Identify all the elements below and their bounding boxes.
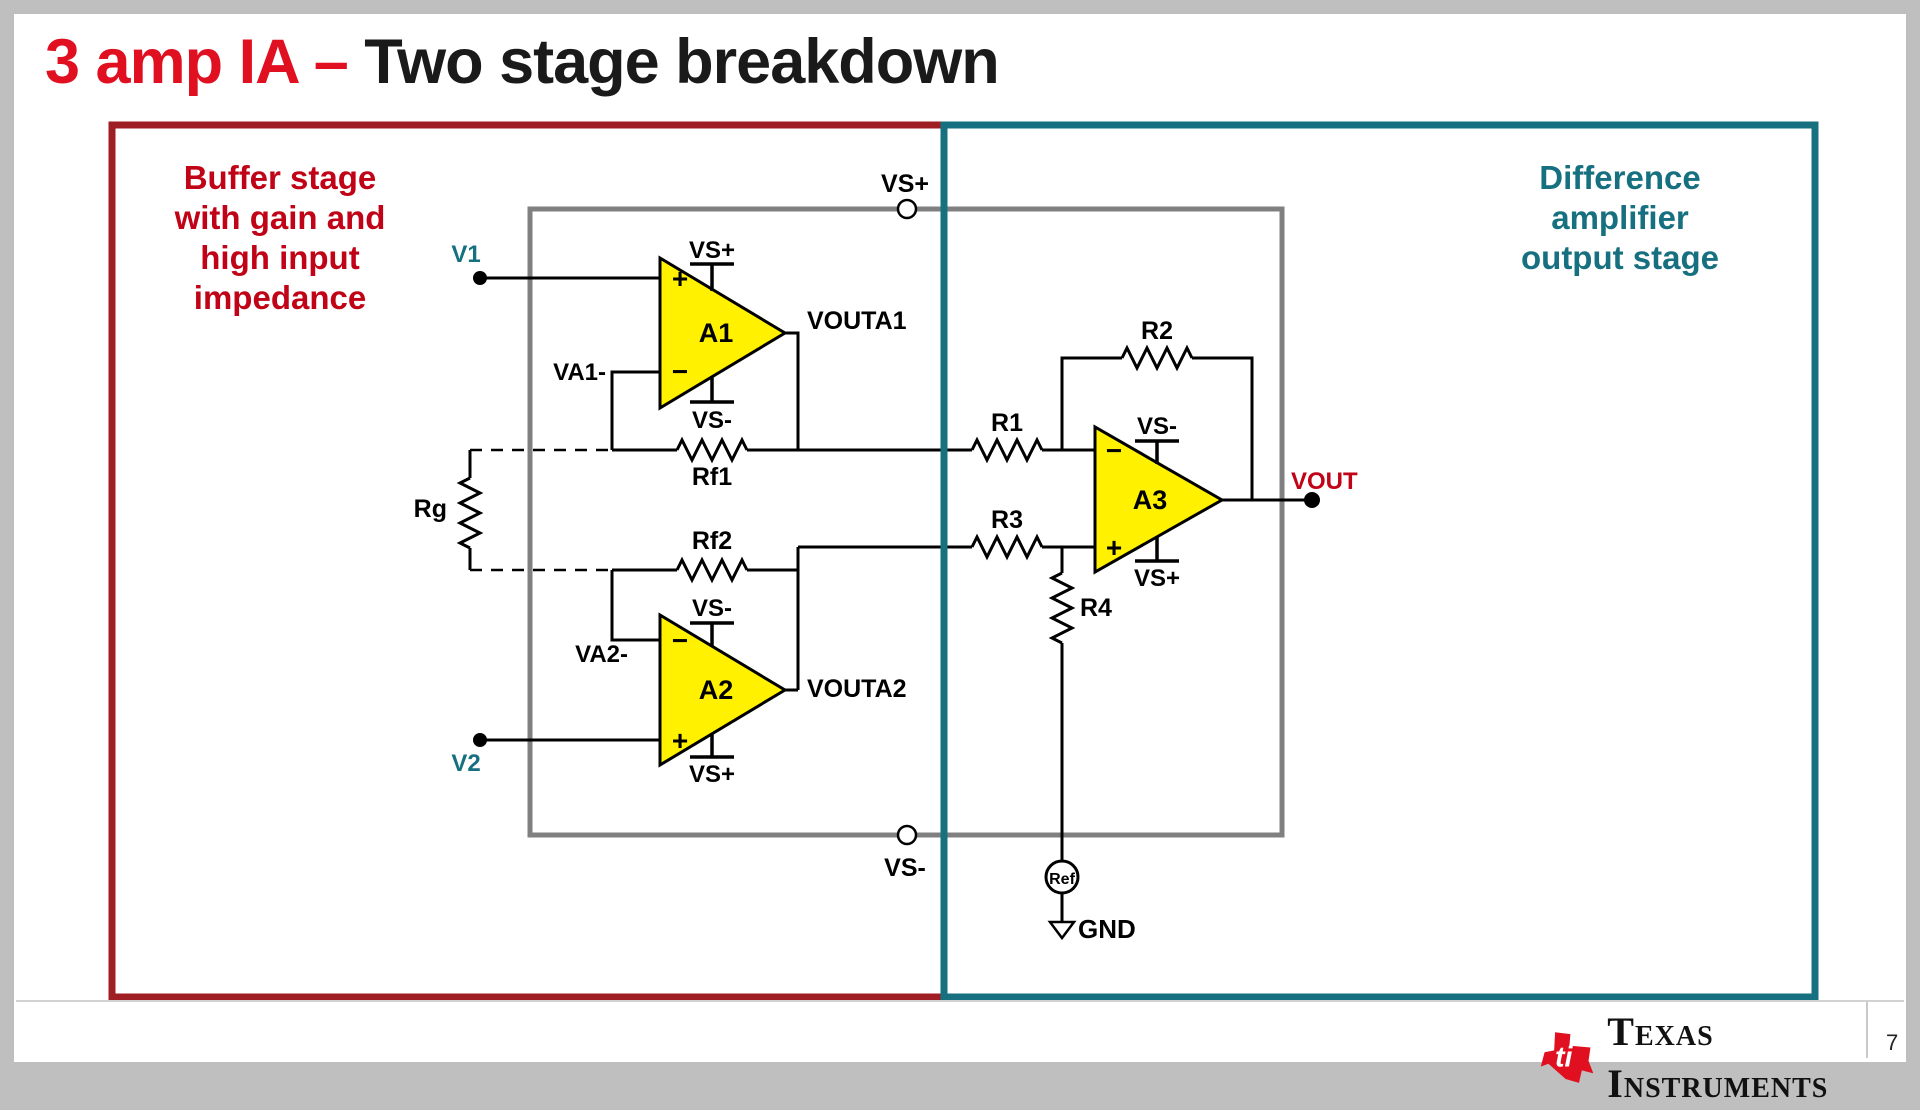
resistor-r4: [1048, 571, 1076, 645]
r3-label: R3: [991, 506, 1023, 534]
a3-vsplus-pin: [1135, 536, 1179, 563]
resistor-rg: [456, 476, 484, 550]
a3-minus-sign: −: [1106, 435, 1122, 466]
a1-vsminus-label: VS-: [692, 407, 732, 434]
a2-plus-sign: +: [672, 725, 688, 756]
ti-logo: ti Texas Instruments: [1536, 1006, 1920, 1110]
slide-title: 3 amp IA – Two stage breakdown: [45, 26, 1000, 98]
a2-vsplus-label: VS+: [689, 761, 735, 788]
rf2-label: Rf2: [692, 527, 732, 555]
difference-stage-label-line: amplifier: [1551, 199, 1689, 236]
wire-a2-output: [785, 547, 800, 692]
vsplus-terminal-label: VS+: [881, 170, 929, 198]
rf1-label: Rf1: [692, 463, 732, 491]
opamp-a3-name: A3: [1133, 485, 1168, 515]
opamps: A1 A2 A3 + − − + − +: [658, 255, 1226, 768]
a1-vsminus-pin: [690, 376, 734, 404]
a2-vsminus-label: VS-: [692, 595, 732, 622]
opamp-a2-triangle: [658, 612, 788, 768]
circuit-schematic: A1 A2 A3 + − − + − + VS+ VS- VS- VS+ VS-: [108, 121, 1819, 1001]
rg-label: Rg: [414, 495, 447, 523]
vout-label: VOUT: [1291, 468, 1358, 495]
buffer-stage-label-line: Buffer stage: [183, 159, 377, 196]
buffer-stage-label-line: impedance: [193, 279, 367, 316]
opamp-a2-name: A2: [699, 675, 734, 705]
buffer-stage-label: Buffer stage with gain and high input im…: [110, 158, 450, 318]
ti-wordmark: Texas Instruments: [1607, 1009, 1829, 1106]
va1-label: VA1-: [553, 359, 606, 386]
wires: [468, 276, 1312, 922]
ti-bug-letters: ti: [1555, 1042, 1574, 1074]
gnd-label: GND: [1078, 914, 1136, 944]
power-pin-labels: VS+ VS- VS- VS+ VS- VS+: [689, 237, 1180, 788]
a2-vsminus-pin: [690, 621, 734, 647]
difference-stage-label-line: output stage: [1521, 239, 1719, 276]
va2-label: VA2-: [575, 641, 628, 668]
opamp-a1-name: A1: [699, 318, 734, 348]
r2-label: R2: [1141, 317, 1173, 345]
slide-title-accent: 3 amp IA –: [45, 27, 365, 97]
a3-plus-sign: +: [1106, 532, 1122, 563]
slide-stage: 3 amp IA – Two stage breakdown: [14, 14, 1906, 1106]
buffer-stage-label-line: high input: [200, 239, 360, 276]
ti-bug-shape: [1540, 1032, 1594, 1083]
buffer-stage-label-line: with gain and: [174, 199, 386, 236]
r4-label: R4: [1080, 594, 1112, 622]
resistor-r1: [970, 436, 1044, 464]
ref-label: Ref: [1049, 871, 1075, 888]
vsminus-terminal: [896, 824, 918, 846]
v2-label: V2: [451, 750, 480, 777]
footer-divider: [1866, 1002, 1868, 1058]
slide-background: [14, 14, 1906, 1062]
vsplus-terminal: [896, 198, 918, 220]
a1-vsplus-label: VS+: [689, 237, 735, 264]
power-pins: [690, 262, 1179, 759]
ti-bug-icon: ti: [1540, 1032, 1594, 1083]
difference-stage-box: [940, 121, 1819, 1001]
resistor-rf1: [675, 436, 749, 464]
r1-label: R1: [991, 409, 1023, 437]
vsminus-terminal-label: VS-: [884, 854, 926, 882]
a1-plus-sign: +: [672, 263, 688, 294]
resistor-r2: [1120, 344, 1194, 372]
footer-separator: [16, 1000, 1904, 1002]
wire-a1-output: [785, 331, 800, 450]
resistor-r3: [970, 533, 1044, 561]
v1-label: V1: [451, 241, 480, 268]
a3-vsminus-label: VS-: [1137, 413, 1177, 440]
opamp-a1-triangle: [658, 255, 788, 411]
page-number: 7: [1886, 1030, 1899, 1055]
a3-vsplus-label: VS+: [1134, 565, 1180, 592]
a1-vsplus-pin: [690, 262, 734, 291]
resistor-rf2: [675, 556, 749, 584]
slide-title-rest: Two stage breakdown: [364, 27, 999, 97]
v2-node-dot: [473, 733, 487, 747]
a1-minus-sign: −: [672, 356, 688, 387]
a3-vsminus-pin: [1135, 439, 1179, 464]
wire-r2-branch: [1060, 356, 1254, 500]
difference-stage-label-line: Difference: [1539, 159, 1701, 196]
resistors: [456, 344, 1194, 645]
vouta2-label: VOUTA2: [807, 675, 907, 703]
difference-stage-label: Difference amplifier output stage: [1450, 158, 1790, 278]
vout-node-dot: [1304, 492, 1320, 508]
wire-va1: [610, 370, 660, 450]
a2-minus-sign: −: [672, 625, 688, 656]
gnd-symbol: [1047, 920, 1077, 941]
ref-terminal: [1044, 859, 1080, 895]
a2-vsplus-pin: [690, 733, 734, 759]
v1-node-dot: [473, 271, 487, 285]
vouta1-label: VOUTA1: [807, 307, 907, 335]
wire-va2: [610, 570, 660, 642]
